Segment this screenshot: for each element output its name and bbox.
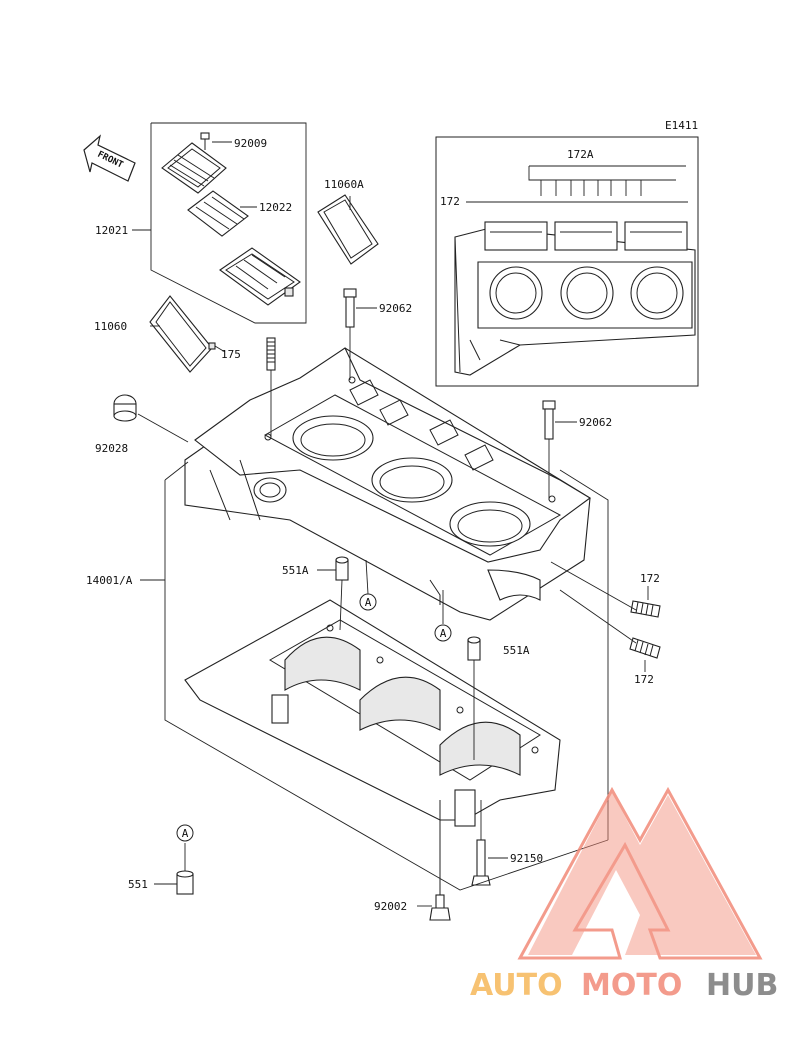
label-14001a: 14001/A (86, 574, 133, 587)
diagram-code: E1411 (665, 119, 698, 132)
reed-petal-set (187, 190, 249, 237)
upper-crankcase (184, 347, 591, 621)
label-12021: 12021 (95, 224, 128, 237)
watermark-hub: HUB (706, 968, 778, 1003)
watermark-moto: MOTO (581, 968, 682, 1003)
bolt-92062-top (343, 288, 377, 328)
ref-marker-a-3: A (176, 824, 194, 842)
grommet-92028 (113, 394, 189, 443)
dowel-pin-551a-right (467, 636, 481, 661)
reed-valve-group (150, 122, 307, 324)
watermark-auto: AUTO (470, 968, 563, 1003)
label-92062-top: 92062 (379, 302, 412, 315)
label-172-lower: 172 (634, 673, 654, 686)
label-551a-right: 551A (503, 644, 530, 657)
inset-view (435, 136, 699, 387)
label-11060: 11060 (94, 320, 127, 333)
label-12022: 12022 (259, 201, 292, 214)
reed-stopper-plate (161, 142, 227, 194)
dowel-pin-551a-left (317, 556, 349, 581)
label-551a-left: 551A (282, 564, 309, 577)
gasket-11060 (149, 295, 226, 373)
svg-text:A: A (365, 596, 372, 609)
assembly-leader-lines (140, 327, 637, 891)
label-92002: 92002 (374, 900, 407, 913)
label-175: 175 (221, 348, 241, 361)
bolt-92062-mid (542, 400, 577, 440)
stud-172-upper (630, 586, 661, 618)
label-92150: 92150 (510, 852, 543, 865)
bolt-icon (200, 132, 210, 150)
label-172-upper: 172 (640, 572, 660, 585)
label-172-inset: 172 (440, 195, 460, 208)
stud-bolt-icon (266, 337, 276, 371)
label-172a: 172A (567, 148, 594, 161)
stud-172-lower (629, 637, 661, 672)
dowel-pin-551 (154, 843, 194, 895)
svg-text:A: A (182, 827, 189, 840)
bolt-92150 (471, 839, 508, 886)
ref-marker-a-2: A (434, 624, 452, 642)
label-92062-mid: 92062 (579, 416, 612, 429)
gasket-11060a (317, 194, 379, 265)
ref-marker-a-1: A (359, 593, 377, 611)
reed-valve-block (219, 247, 301, 306)
label-11060a: 11060A (324, 178, 364, 191)
svg-text:A: A (440, 627, 447, 640)
lower-crankcase (184, 599, 561, 827)
watermark-logo: AUTO MOTO HUB (470, 786, 778, 1003)
label-92028: 92028 (95, 442, 128, 455)
front-arrow-icon: FRONT (83, 134, 136, 182)
label-92009: 92009 (234, 137, 267, 150)
bolt-92002 (417, 800, 451, 921)
label-551: 551 (128, 878, 148, 891)
